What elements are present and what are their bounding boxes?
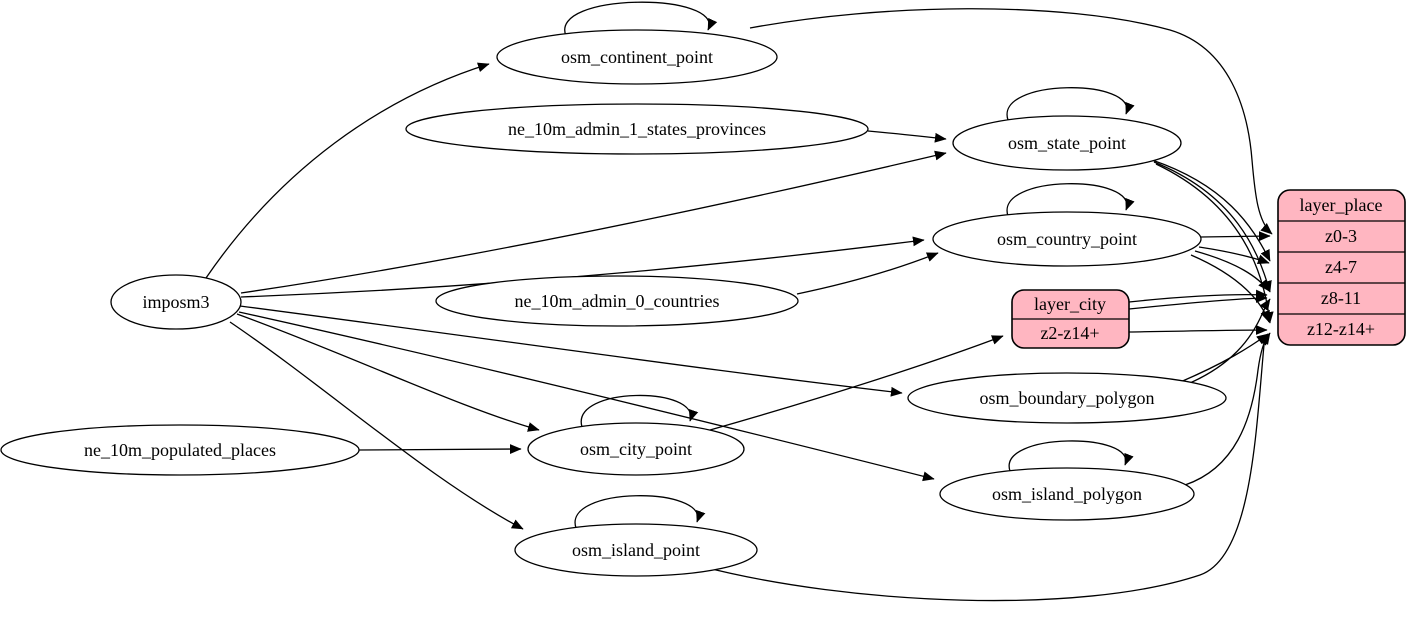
edge-osm_boundary_polygon-layer_place-z8-11 [1182,298,1271,387]
edge-ne_10m_populated_places-osm_city_point [358,444,522,455]
edge-osm_city_point-layer_city-z2-z14 [709,335,1004,431]
node-osm_continent_point-shape [496,29,778,85]
node-osm_state_point-shape [952,115,1182,171]
edge-selfloop-osm_island_point [574,495,706,529]
edge-imposm3-osm_country_point [240,236,925,298]
edge-ne_10m_admin_0_countries-osm_country_point [796,252,939,295]
node-osm_city_point-label: osm_city_point [580,439,692,459]
node-ne_10m_populated_places-shape [0,424,360,476]
edge-imposm3-osm_state_point [240,150,947,294]
node-osm_island_polygon: osm_island_polygon [939,467,1195,521]
edge-ne_10m_admin_1_states_provinces-osm_state_point [867,130,947,143]
node-osm_island_polygon-label: osm_island_polygon [992,484,1142,504]
record-layer_city-title: layer_city [1034,294,1106,314]
node-ne_10m_admin_0_countries-shape [435,275,799,327]
record-layer_place-row-z0-3: z0-3 [1325,226,1357,246]
edge-imposm3-osm_island_point [229,321,524,530]
record-layer_place-row-z8-11: z8-11 [1321,288,1361,308]
edge-imposm3-osm_island_polygon [238,311,935,482]
node-ne_10m_admin_1_states_provinces: ne_10m_admin_1_states_provinces [405,103,869,155]
node-osm_island_point-label: osm_island_point [572,540,700,560]
record-layer_place-box [1277,189,1406,346]
node-imposm3: imposm3 [110,274,242,330]
node-imposm3-shape [110,274,242,330]
node-ne_10m_admin_1_states_provinces-shape [405,103,869,155]
node-osm_island_point-shape [514,523,758,577]
edge-selfloop-osm_continent_point [564,1,718,37]
node-osm_boundary_polygon-shape [907,372,1227,424]
record-layer_place-row-z4-7: z4-7 [1325,257,1357,277]
edge-osm_boundary_polygon-layer_place-z12-z14 [1177,333,1269,384]
node-osm_country_point-shape [932,211,1202,267]
node-osm_continent_point: osm_continent_point [496,29,778,85]
node-osm_island_polygon-shape [939,467,1195,521]
record-layer_place-row-z12-z14: z12-z14+ [1307,319,1375,339]
node-ne_10m_admin_1_states_provinces-label: ne_10m_admin_1_states_provinces [508,119,766,139]
node-osm_boundary_polygon: osm_boundary_polygon [907,372,1227,424]
edge-selfloop-osm_country_point [1006,183,1135,217]
record-layer_city: layer_city z2-z14+ [1011,289,1130,349]
edge-imposm3-osm_city_point [236,313,540,432]
node-osm_country_point: osm_country_point [932,211,1202,267]
node-ne_10m_populated_places-label: ne_10m_populated_places [84,440,276,460]
node-osm_state_point: osm_state_point [952,115,1182,171]
node-osm_state_point-label: osm_state_point [1008,133,1126,153]
node-osm_city_point-shape [527,422,745,476]
edge-osm_state_point-layer_place-z4-7 [1151,159,1271,262]
node-osm_boundary_polygon-label: osm_boundary_polygon [980,388,1155,408]
node-osm_city_point: osm_city_point [527,422,745,476]
edge-selfloop-osm_state_point [1006,87,1135,121]
node-osm_continent_point-label: osm_continent_point [561,47,713,67]
edge-layer_city-layer_place-z12-z14 [1128,325,1268,335]
edge-selfloop-osm_island_polygon [1008,440,1134,472]
record-layer_city-row-z2-z14: z2-z14+ [1040,323,1099,343]
node-osm_island_point: osm_island_point [514,523,758,577]
edge-imposm3-osm_continent_point [205,62,490,279]
edge-osm_country_point-layer_place-z0-3 [1200,231,1271,242]
edge-layer_city-layer_place-z8-11-b [1128,293,1268,310]
record-layer_place: layer_place z0-3 z4-7 z8-11 z12-z14+ [1277,189,1406,346]
node-osm_country_point-label: osm_country_point [997,229,1137,249]
edge-osm_country_point-layer_place-z12-z14 [1190,254,1270,323]
edge-osm_continent_point-layer_place-z0-3 [749,8,1273,235]
edge-imposm3-osm_boundary_polygon [239,305,903,397]
node-ne_10m_populated_places: ne_10m_populated_places [0,424,360,476]
node-imposm3-label: imposm3 [142,292,209,312]
edge-selfloop-osm_city_point [580,394,699,428]
edge-osm_state_point-layer_place-z8-11 [1153,161,1272,293]
edge-osm_island_point-layer_place-z12-z14 [699,332,1271,602]
node-ne_10m_admin_0_countries-label: ne_10m_admin_0_countries [515,291,720,311]
node-ne_10m_admin_0_countries: ne_10m_admin_0_countries [435,275,799,327]
record-layer_place-title: layer_place [1300,195,1383,215]
edge-group [205,1,1274,602]
